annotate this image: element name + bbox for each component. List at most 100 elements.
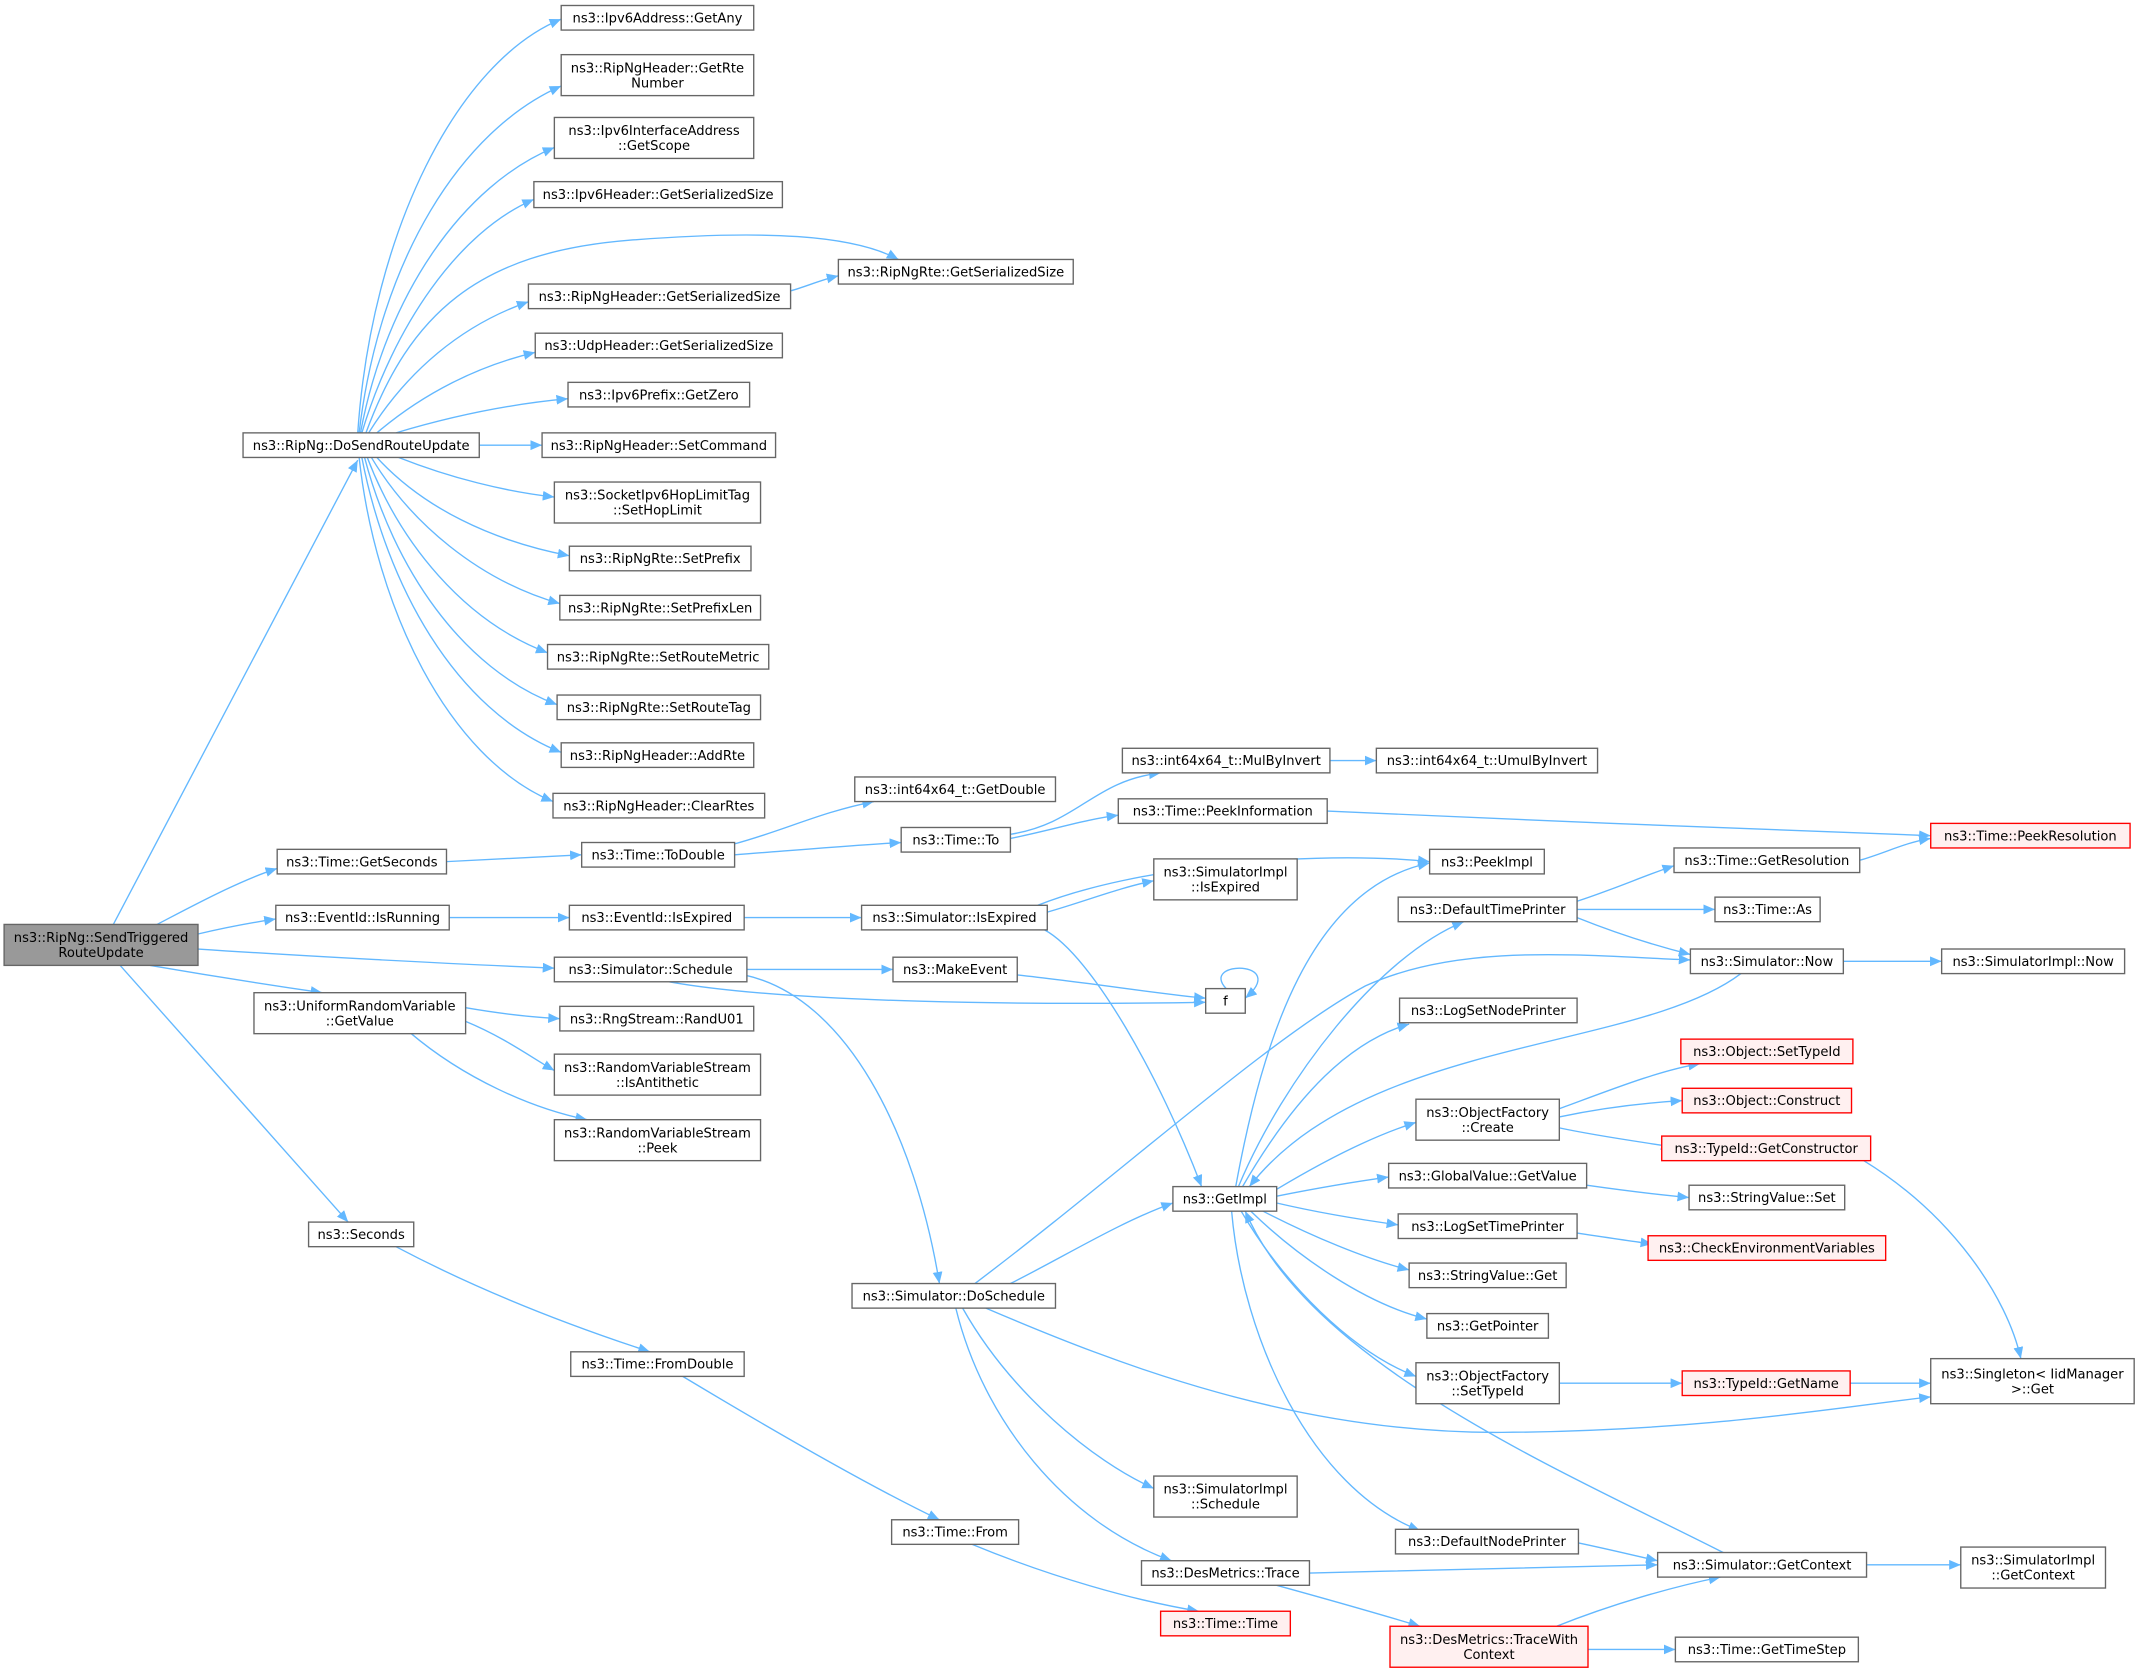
node-ns3-ripngrte-setroutetag[interactable]: ns3::RipNgRte::SetRouteTag [556,694,762,721]
node-ns3-checkenvironmentvariables[interactable]: ns3::CheckEnvironmentVariables [1647,1235,1887,1262]
node-box [1714,896,1821,923]
node-ns3-simulatorimpl-schedule[interactable]: ns3::SimulatorImpl::Schedule [1153,1475,1298,1518]
node-ns3-time-getresolution[interactable]: ns3::Time::GetResolution [1673,847,1861,874]
node-label: ns3::Time::To [912,833,999,848]
node-box [851,1282,1057,1309]
node-ns3-ripng-dosendrouteupdate[interactable]: ns3::RipNg::DoSendRouteUpdate [242,432,480,459]
node-ns3-eventid-isexpired[interactable]: ns3::EventId::IsExpired [568,904,745,931]
node-ns3-desmetrics-trace[interactable]: ns3::DesMetrics::Trace [1140,1560,1311,1586]
node-ns3-eventid-isrunning[interactable]: ns3::EventId::IsRunning [275,904,450,931]
node-ns3-ripngrte-setprefixlen[interactable]: ns3::RipNgRte::SetPrefixLen [559,594,762,621]
node-ns3-ipv6prefix-getzero[interactable]: ns3::Ipv6Prefix::GetZero [567,381,751,408]
node-ns3-simulatorimpl-isexpired[interactable]: ns3::SimulatorImpl::IsExpired [1153,858,1298,901]
node-label: ns3::SocketIpv6HopLimitTag [565,489,750,504]
call-edge [734,838,902,856]
node-ns3-ripngrte-setroutemetric[interactable]: ns3::RipNgRte::SetRouteMetric [546,643,770,670]
node-ns3-globalvalue-getvalue[interactable]: ns3::GlobalValue::GetValue [1387,1162,1588,1189]
node-ns3-uniformrandomvariable-getvalue[interactable]: ns3::UniformRandomVariable::GetValue [253,992,467,1035]
node-box [900,826,1012,853]
call-edge [398,456,555,501]
node-ns3-typeid-getconstructor[interactable]: ns3::TypeId::GetConstructor [1661,1135,1872,1162]
node-ns3-randomvariablestream-isantithetic[interactable]: ns3::RandomVariableStream::IsAntithetic [553,1053,762,1096]
node-ns3-simulator-schedule[interactable]: ns3::Simulator::Schedule [553,956,748,983]
node-ns3-simulator-isexpired[interactable]: ns3::Simulator::IsExpired [860,904,1048,931]
node-ns3-randomvariablestream-peek[interactable]: ns3::RandomVariableStream::Peek [553,1119,762,1162]
node-label: ::Create [1461,1121,1513,1136]
call-edge [409,1031,588,1123]
node-ns3-time-peekresolution[interactable]: ns3::Time::PeekResolution [1930,822,2131,849]
node-ns3-defaultnodeprinter[interactable]: ns3::DefaultNodePrinter [1394,1528,1580,1555]
node-label: ns3::TypeId::GetConstructor [1674,1142,1858,1157]
node-label: ns3::Simulator::IsExpired [872,911,1036,926]
node-ns3-ripngrte-setprefix[interactable]: ns3::RipNgRte::SetPrefix [568,545,752,572]
call-edge [1327,810,1931,841]
call-edge [1576,916,1691,957]
node-ns3-ripngheader-addrte[interactable]: ns3::RipNgHeader::AddRte [560,742,755,769]
node-ns3-getimpl[interactable]: ns3::GetImpl [1172,1185,1278,1212]
call-edge [1235,860,1430,1187]
node-ns3-simulator-getcontext[interactable]: ns3::Simulator::GetContext [1656,1551,1868,1578]
node-ns3-simulatorimpl-getcontext[interactable]: ns3::SimulatorImpl::GetContext [1960,1546,2107,1589]
node-ns3-ipv6header-getserializedsize[interactable]: ns3::Ipv6Header::GetSerializedSize [533,180,784,209]
call-edge [1276,1121,1417,1190]
node-ns3-seconds[interactable]: ns3::Seconds [307,1221,415,1248]
node-ns3-socketipv6hoplimittag-sethoplimit[interactable]: ns3::SocketIpv6HopLimitTag::SetHopLimit [553,481,762,524]
node-ns3-logsetnodeprinter[interactable]: ns3::LogSetNodePrinter [1398,997,1578,1024]
node-box [1689,948,1845,975]
node-ns3-ipv6interfaceaddress-getscope[interactable]: ns3::Ipv6InterfaceAddress::GetScope [553,116,755,160]
node-box [1428,848,1545,875]
node-ns3-stringvalue-get[interactable]: ns3::StringValue::Get [1408,1262,1567,1289]
node-ns3-defaulttimeprinter[interactable]: ns3::DefaultTimePrinter [1397,896,1578,923]
node-ns3-time-to[interactable]: ns3::Time::To [900,826,1012,853]
node-box [1140,1560,1311,1586]
node-ns3-ripngheader-clearrtes[interactable]: ns3::RipNgHeader::ClearRtes [552,792,766,819]
node-box [553,1119,762,1162]
node-ns3-ripngheader-getserializedsize[interactable]: ns3::RipNgHeader::GetSerializedSize [527,283,792,310]
call-edge [1578,1542,1658,1564]
node-ns3-singleton-iidmanager-get[interactable]: ns3::Singleton< IidManager>::Get [1930,1357,2135,1405]
node-ns3-int64x64-t-mulbyinvert[interactable]: ns3::int64x64_t::MulByInvert [1121,747,1331,774]
node-box [560,742,755,769]
node-ns3-time-gettimestep[interactable]: ns3::Time::GetTimeStep [1674,1636,1860,1663]
node-ns3-simulator-now[interactable]: ns3::Simulator::Now [1689,948,1845,975]
call-edge [359,146,555,434]
node-label: ns3::RipNgRte::SetPrefixLen [568,601,752,616]
node-box [553,1053,762,1096]
node-ns3-objectfactory-settypeid[interactable]: ns3::ObjectFactory::SetTypeId [1415,1362,1561,1405]
node-ns3-time-fromdouble[interactable]: ns3::Time::FromDouble [570,1351,745,1378]
node-ns3-object-construct[interactable]: ns3::Object::Construct [1681,1087,1853,1114]
node-ns3-ripngheader-setcommand[interactable]: ns3::RipNgHeader::SetCommand [541,432,777,459]
node-ns3-stringvalue-set[interactable]: ns3::StringValue::Set [1688,1184,1846,1211]
call-edge [365,234,899,434]
node-f[interactable]: f [1204,987,1246,1014]
node-ns3-udpheader-getserializedsize[interactable]: ns3::UdpHeader::GetSerializedSize [534,332,784,359]
node-ns3-time-peekinformation[interactable]: ns3::Time::PeekInformation [1117,798,1328,825]
call-edge [1309,1560,1658,1574]
node-ns3-ripngrte-getserializedsize[interactable]: ns3::RipNgRte::GetSerializedSize [837,258,1074,285]
node-ns3-time-from[interactable]: ns3::Time::From [890,1519,1020,1546]
node-ns3-getpointer[interactable]: ns3::GetPointer [1426,1312,1550,1339]
node-ns3-rngstream-randu01[interactable]: ns3::RngStream::RandU01 [559,1005,755,1032]
node-ns3-time-todouble[interactable]: ns3::Time::ToDouble [580,841,736,868]
node-ns3-ipv6address-getany[interactable]: ns3::Ipv6Address::GetAny [560,4,755,31]
node-label: ns3::Ipv6InterfaceAddress [568,124,739,139]
node-ns3-time-as[interactable]: ns3::Time::As [1714,896,1821,923]
node-ns3-int64x64-t-getdouble[interactable]: ns3::int64x64_t::GetDouble [854,776,1057,803]
node-ns3-time-time[interactable]: ns3::Time::Time [1159,1610,1292,1637]
node-label: ns3::Object::SetTypeId [1693,1045,1841,1060]
node-box [1674,1636,1860,1663]
node-ns3-object-settypeid[interactable]: ns3::Object::SetTypeId [1680,1038,1854,1065]
node-ns3-peekimpl[interactable]: ns3::PeekImpl [1428,848,1545,875]
node-ns3-objectfactory-create[interactable]: ns3::ObjectFactory::Create [1415,1098,1561,1141]
node-box [1397,896,1578,923]
node-ns3-int64x64-t-umulbyinvert[interactable]: ns3::int64x64_t::UmulByInvert [1375,747,1599,774]
node-ns3-simulatorimpl-now[interactable]: ns3::SimulatorImpl::Now [1940,948,2126,975]
node-ns3-time-getseconds[interactable]: ns3::Time::GetSeconds [276,848,448,875]
node-ns3-makeevent[interactable]: ns3::MakeEvent [892,956,1018,983]
node-ns3-simulator-doschedule[interactable]: ns3::Simulator::DoSchedule [851,1282,1057,1309]
node-ns3-logsettimeprinter[interactable]: ns3::LogSetTimePrinter [1397,1213,1578,1240]
node-ns3-typeid-getname[interactable]: ns3::TypeId::GetName [1681,1370,1851,1397]
node-box [1960,1546,2107,1589]
